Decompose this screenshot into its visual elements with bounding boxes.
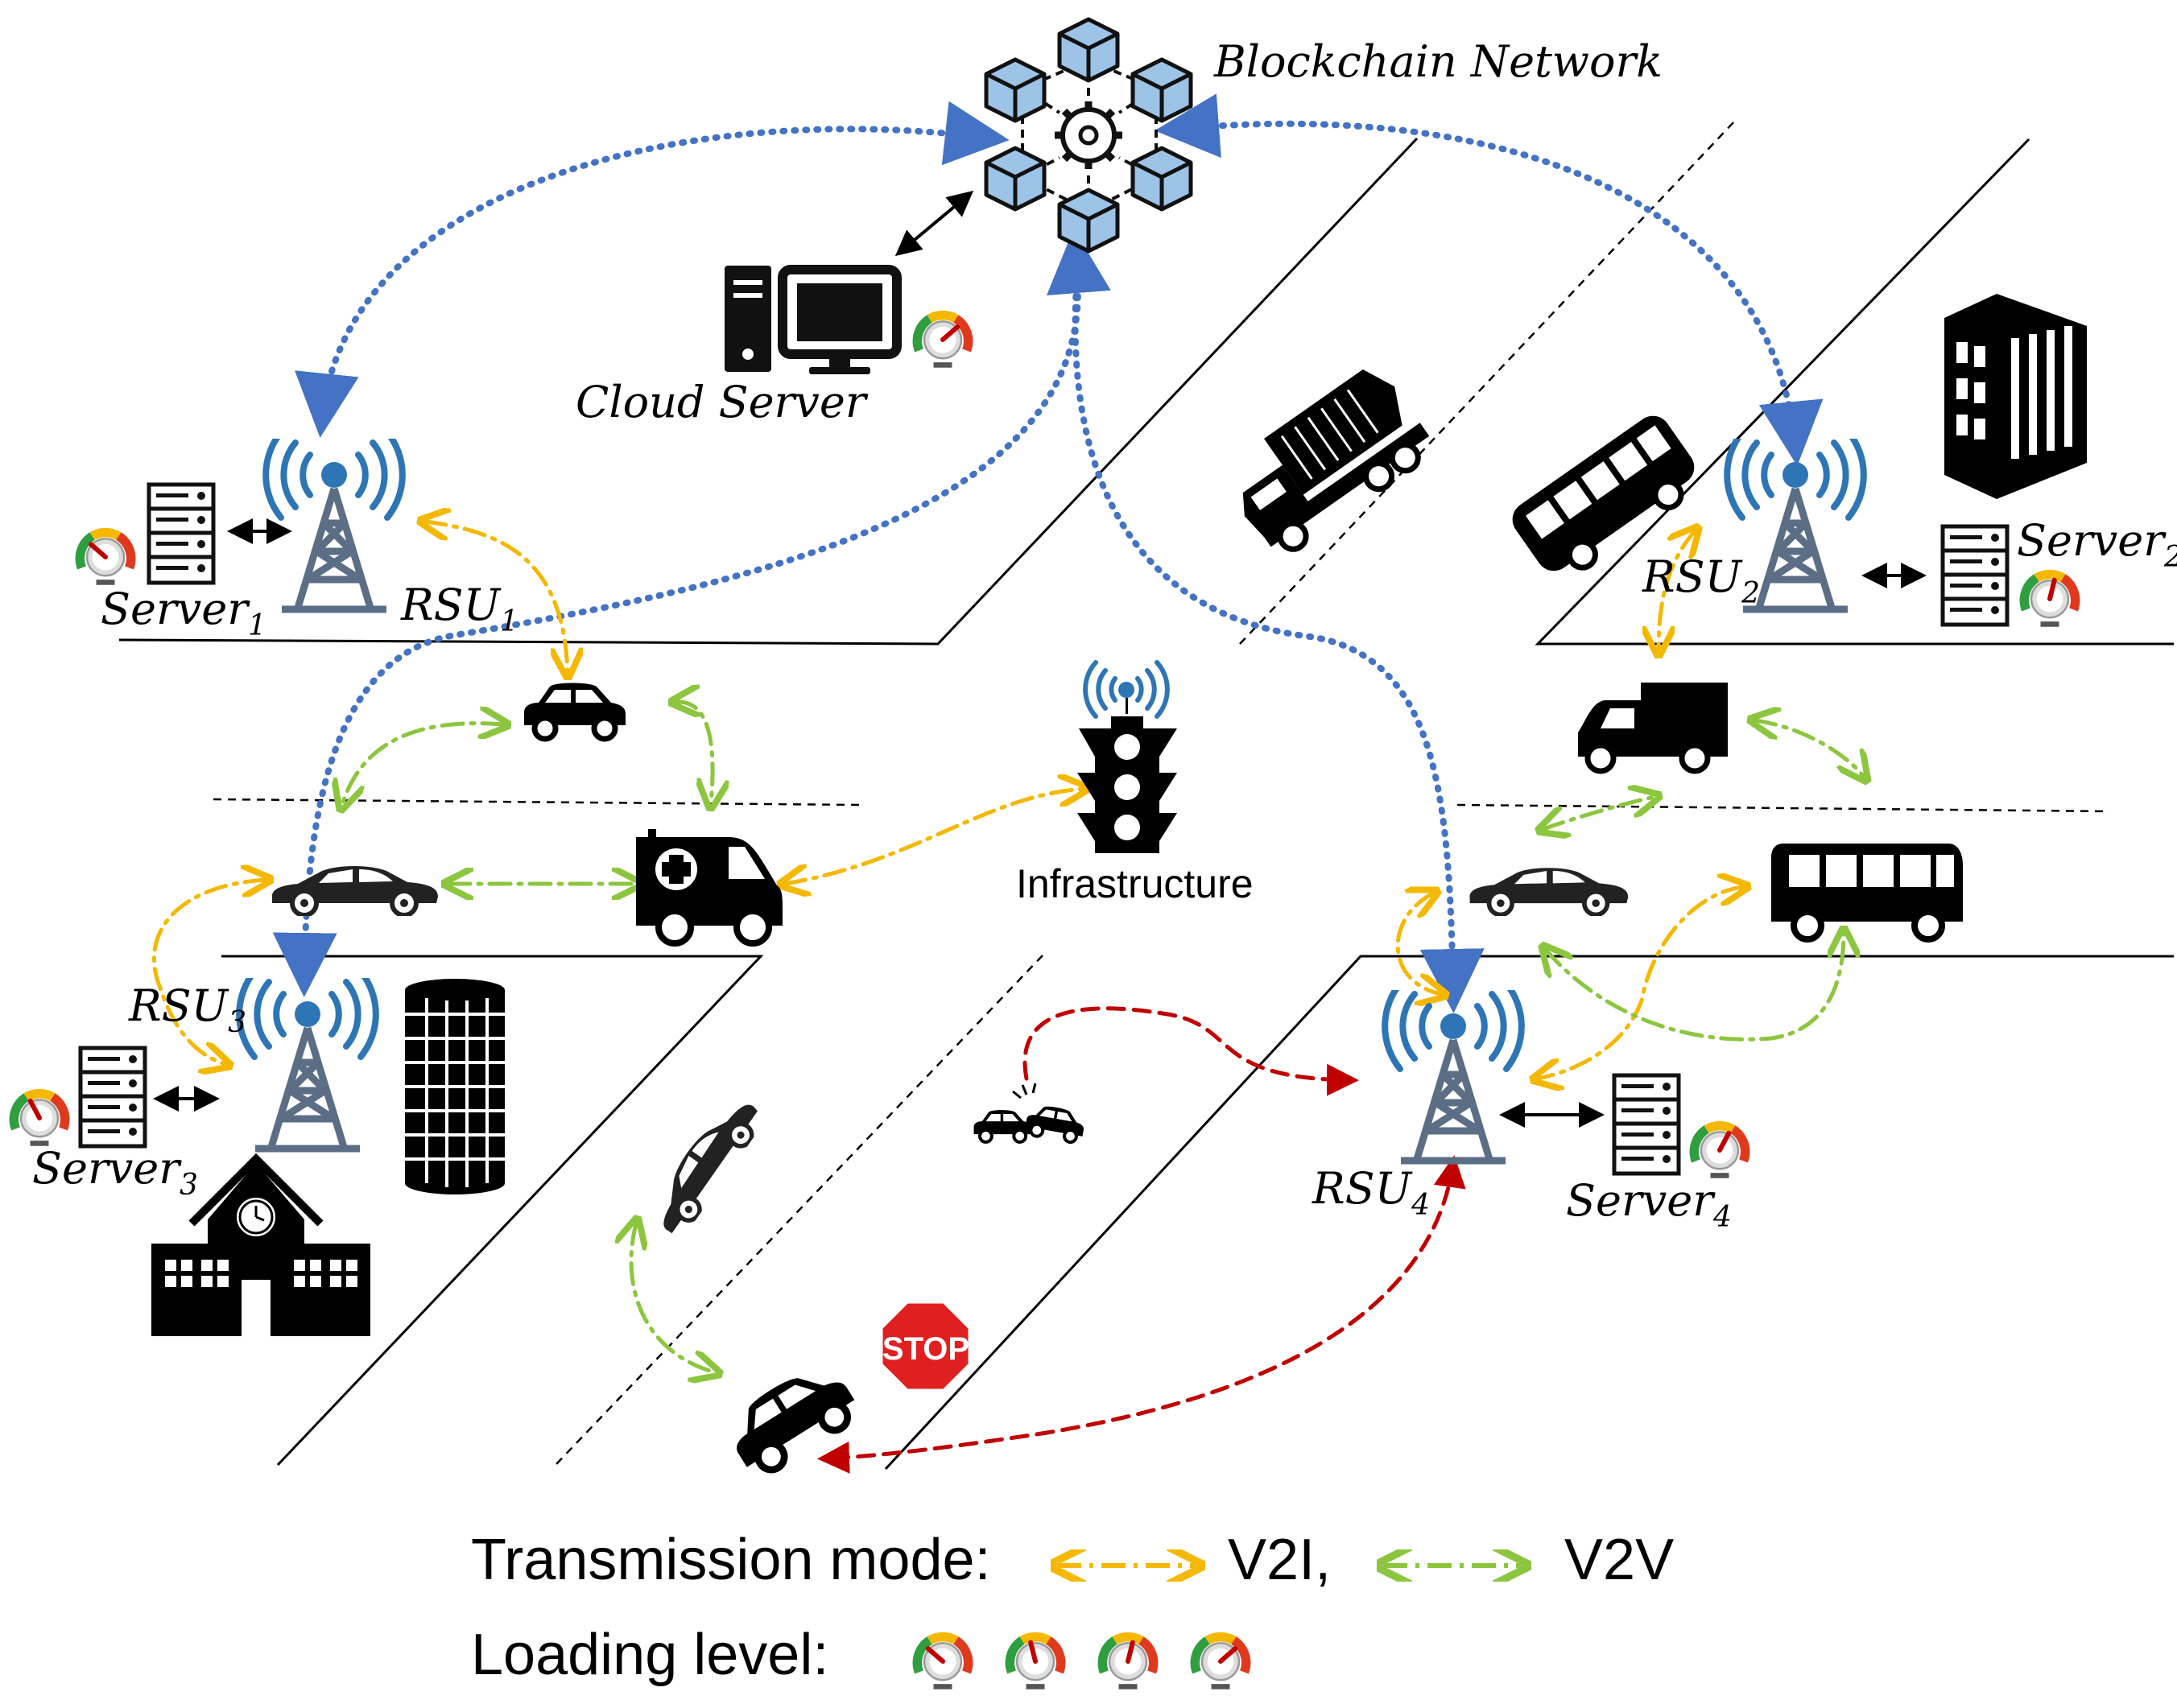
office-building-icon xyxy=(1944,294,2087,499)
tower-building-icon xyxy=(405,979,505,1194)
v2v-legend-arrow xyxy=(1377,1549,1538,1582)
server-rack-icon xyxy=(1943,526,2007,625)
traffic-light-icon xyxy=(1077,660,1177,853)
computer-icon xyxy=(725,265,902,374)
sedan-icon xyxy=(272,866,438,915)
load-gauge-needle xyxy=(1717,1130,1732,1153)
bus-icon xyxy=(1771,844,1963,943)
server-rack-icon xyxy=(81,1048,145,1146)
cell-tower-icon xyxy=(1385,984,1522,1161)
car-icon xyxy=(719,1355,864,1482)
van-icon xyxy=(1578,683,1728,774)
stop-sign-icon: STOP xyxy=(880,1301,971,1392)
emergency-links xyxy=(817,1006,1466,1474)
cloud-server-label: Cloud Server xyxy=(576,377,869,427)
bus-icon xyxy=(1512,415,1695,571)
v2v-links xyxy=(342,702,1864,1372)
load-gauge-needle xyxy=(2047,577,2057,601)
server3-label: Server3 xyxy=(32,1143,198,1202)
v2v-legend-label: V2V xyxy=(1564,1528,1675,1592)
load-gauge-needle xyxy=(1126,1640,1135,1664)
legend: Transmission mode: V2I, V2V Loading leve… xyxy=(471,1525,1840,1702)
transmission-mode-label: Transmission mode: xyxy=(471,1528,991,1592)
rsu2-label: RSU2 xyxy=(1642,551,1760,610)
rsu1-label: RSU1 xyxy=(400,580,518,638)
blockchain-network-icon xyxy=(986,19,1191,251)
wired-links xyxy=(153,190,1927,1128)
infrastructure-label: Infrastructure xyxy=(1016,861,1254,906)
stop-sign-text: STOP xyxy=(882,1331,969,1367)
server1-label: Server1 xyxy=(101,584,266,642)
server2-label: Server2 xyxy=(2017,515,2177,574)
crashed-cars-icon xyxy=(974,1083,1087,1144)
loading-level-label: Loading level: xyxy=(471,1623,829,1687)
v2i-links xyxy=(151,522,1743,1079)
v2i-legend-label: V2I, xyxy=(1228,1528,1332,1592)
load-gauge-needle xyxy=(1218,1646,1238,1664)
sedan-icon xyxy=(644,1091,767,1240)
sedan-icon xyxy=(1469,868,1628,914)
server-rack-icon xyxy=(1614,1075,1679,1174)
blockchain-label: Blockchain Network xyxy=(1213,36,1663,87)
rsu4-label: RSU4 xyxy=(1312,1163,1430,1222)
rsu3-label: RSU3 xyxy=(128,980,246,1039)
v2i-legend-arrow xyxy=(1051,1549,1212,1582)
server4-label: Server4 xyxy=(1566,1175,1732,1234)
loading-level-gauges xyxy=(910,1618,1312,1698)
load-gauge-needle xyxy=(27,1098,42,1120)
school-icon xyxy=(151,1153,370,1336)
dump-truck-icon xyxy=(1242,369,1430,552)
cell-tower-icon xyxy=(239,972,376,1149)
car-icon xyxy=(524,683,626,740)
cell-tower-icon xyxy=(266,432,403,609)
load-gauge-needle xyxy=(925,1646,945,1664)
load-gauge-needle xyxy=(88,542,108,559)
load-gauge-needle xyxy=(1028,1640,1038,1664)
load-gauge-needle xyxy=(940,324,960,342)
ambulance-icon xyxy=(636,829,783,947)
server-rack-icon xyxy=(149,485,213,583)
